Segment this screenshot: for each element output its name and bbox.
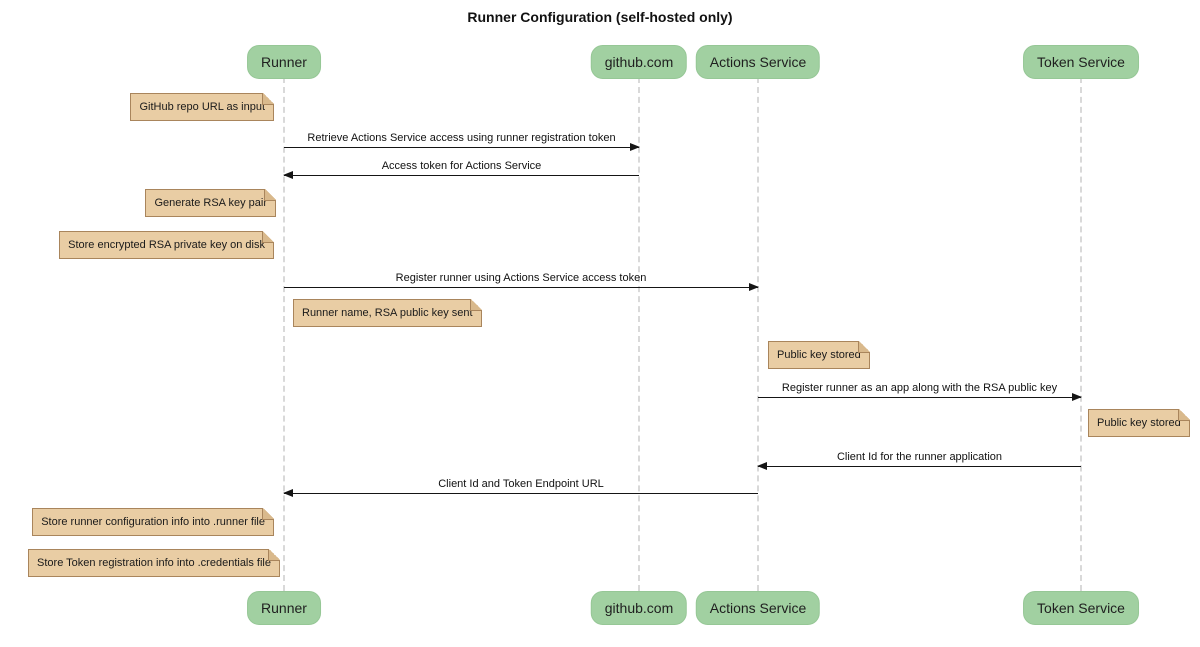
message-client-id-token-endpoint: Client Id and Token Endpoint URL	[283, 477, 758, 497]
message-register-runner-as-app: Register runner as an app along with the…	[758, 381, 1082, 401]
message-label: Client Id and Token Endpoint URL	[438, 478, 604, 490]
arrowhead-right-icon	[1072, 393, 1082, 401]
participant-github-top: github.com	[590, 45, 688, 79]
lifeline-token-service	[1080, 77, 1082, 591]
lifeline-runner	[283, 77, 285, 591]
note-generate-rsa-key-pair: Generate RSA key pair	[145, 189, 276, 217]
message-line	[284, 143, 640, 151]
message-line	[283, 171, 639, 179]
arrowhead-left-icon	[283, 171, 293, 179]
note-public-key-stored-actions: Public key stored	[768, 341, 870, 369]
diagram-title: Runner Configuration (self-hosted only)	[467, 9, 733, 25]
note-store-runner-file: Store runner configuration info into .ru…	[32, 508, 274, 536]
message-client-id-for-runner: Client Id for the runner application	[757, 450, 1081, 470]
lifeline-actions-service	[757, 77, 759, 591]
arrowhead-left-icon	[757, 462, 767, 470]
arrowhead-left-icon	[283, 489, 293, 497]
message-line	[284, 283, 759, 291]
lifeline-github	[638, 77, 640, 591]
participant-github-bottom: github.com	[590, 591, 688, 625]
participant-runner-bottom: Runner	[247, 591, 321, 625]
message-retrieve-actions-service-access: Retrieve Actions Service access using ru…	[284, 131, 640, 151]
message-label: Client Id for the runner application	[836, 451, 1003, 463]
note-store-credentials-file: Store Token registration info into .cred…	[28, 549, 280, 577]
arrowhead-right-icon	[749, 283, 759, 291]
participant-token-service-top: Token Service	[1023, 45, 1139, 79]
message-line	[757, 462, 1081, 470]
message-label: Register runner using Actions Service ac…	[395, 272, 647, 284]
participant-runner-top: Runner	[247, 45, 321, 79]
note-runner-name-public-key: Runner name, RSA public key sent	[293, 299, 482, 327]
note-store-encrypted-key: Store encrypted RSA private key on disk	[59, 231, 274, 259]
note-github-repo-url: GitHub repo URL as input	[130, 93, 274, 121]
message-label: Retrieve Actions Service access using ru…	[307, 132, 616, 144]
message-line	[758, 393, 1082, 401]
participant-token-service-bottom: Token Service	[1023, 591, 1139, 625]
arrowhead-right-icon	[630, 143, 640, 151]
participant-actions-service-top: Actions Service	[695, 45, 821, 79]
message-label: Access token for Actions Service	[381, 160, 542, 172]
message-register-runner: Register runner using Actions Service ac…	[284, 271, 759, 291]
message-line	[283, 489, 758, 497]
message-access-token: Access token for Actions Service	[283, 159, 639, 179]
participant-actions-service-bottom: Actions Service	[695, 591, 821, 625]
note-public-key-stored-token: Public key stored	[1088, 409, 1190, 437]
message-label: Register runner as an app along with the…	[781, 382, 1058, 394]
